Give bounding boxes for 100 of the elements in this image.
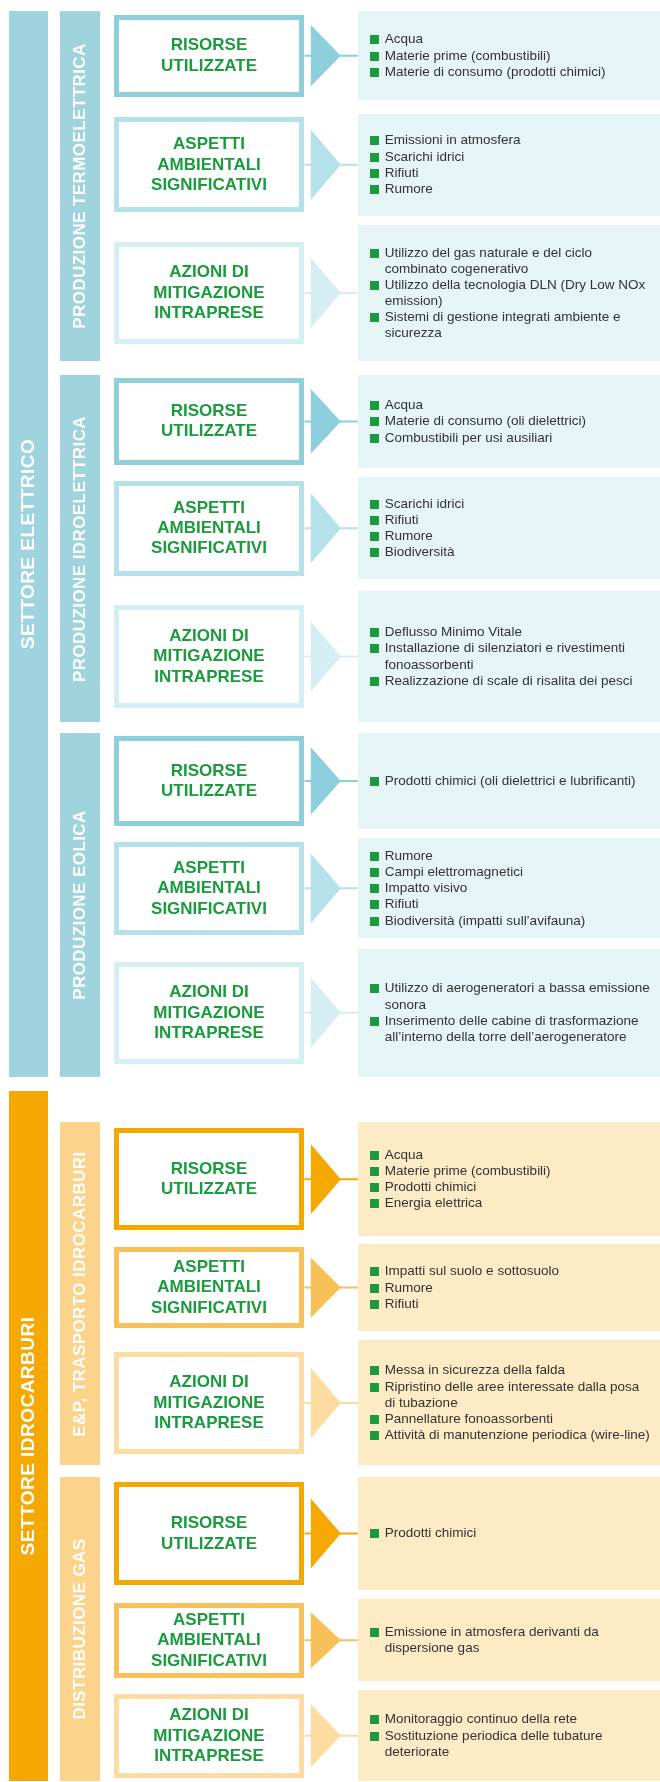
box-heading: AZIONI DI MITIGAZIONE INTRAPRESE [152, 982, 266, 1044]
bullet-text: Sistemi di gestione integrati ambiente e sicurezza [384, 309, 622, 342]
heading-box [113, 605, 305, 708]
band-label: SETTORE IDROCARBURI [16, 1316, 40, 1556]
bullet-text: Campi elettromagnetici [384, 864, 523, 881]
chevron-arrow [303, 493, 359, 564]
chevron-arrow [303, 1257, 359, 1318]
bullet-text: Rumore [384, 1279, 433, 1296]
heading-box [113, 1247, 305, 1328]
chevron-arrow [303, 747, 359, 815]
band-label: PRODUZIONE TERMOELETTRICA [69, 43, 91, 330]
bullet-text: Prodotti chimici [384, 1525, 477, 1542]
bullet-text: Attività di manutenzione periodica (wire-line) [384, 1427, 650, 1444]
chevron-arrow [303, 258, 359, 329]
text-panel [357, 1122, 660, 1236]
text-panel [357, 113, 660, 216]
category-band [60, 374, 100, 723]
bullet-text: Utilizzo del gas naturale e del ciclo combinato cogenerativo [384, 244, 593, 277]
heading-box [113, 961, 305, 1064]
heading-box [113, 841, 305, 935]
bullet-text: Utilizzo della tecnologia DLN (Dry Low NOx emission) [384, 276, 647, 310]
heading-box [113, 14, 305, 97]
heading-box [113, 117, 305, 213]
chevron-arrow [303, 1612, 359, 1669]
bullet-text: Utilizzo di aerogeneratori a bassa emissione sonora [384, 980, 651, 1013]
box-heading: AZIONI DI MITIGAZIONE INTRAPRESE [152, 626, 266, 688]
bullet-text: Materie di consumo (prodotti chimici) [384, 63, 606, 80]
band-label: SETTORE ELETTRICO [16, 438, 40, 650]
bullet-text: Rifiuti [384, 896, 419, 913]
bullet-text: Materie prime (combustibili) [384, 47, 551, 64]
bullet-text: Rumore [384, 847, 433, 865]
heading-box [113, 1351, 305, 1455]
band-label: DISTRIBUZIONE GAS [69, 1538, 91, 1720]
bullet-text: Impatto visivo [384, 880, 468, 897]
text-panel [357, 477, 660, 580]
heading-box [113, 480, 305, 576]
box-heading: RISORSE UTILIZZATE [160, 1513, 258, 1554]
text-panel [357, 590, 660, 723]
chevron-arrow [303, 621, 359, 692]
band-label: E&P, TRASPORTO IDROCARBURI [69, 1151, 91, 1437]
bullet-text: Deflusso Minimo Vitale [384, 624, 522, 641]
bullet-text: Ripristino delle aree interessate dalla posa di tubazione [384, 1378, 641, 1411]
text-panel [357, 1243, 660, 1332]
bullet-text: Rumore [384, 180, 433, 198]
heading-box [113, 241, 305, 345]
heading-box [113, 1482, 305, 1585]
chevron-arrow [303, 1704, 359, 1768]
band-label: PRODUZIONE EOLICA [69, 810, 91, 1000]
bullet-text: Sostituzione periodica delle tubature deteriorate [384, 1727, 604, 1761]
chevron-arrow [303, 1498, 359, 1569]
bullet-text: Installazione di silenziatori e rivestimenti fonoassorbenti [384, 640, 626, 673]
bullet-text: Biodiversità (impatti sull’avifauna) [384, 912, 586, 929]
chevron-arrow [303, 1367, 359, 1438]
category-band [60, 732, 100, 1077]
box-heading: RISORSE UTILIZZATE [160, 760, 258, 802]
text-panel [357, 838, 660, 939]
bullet-text: Combustibili per usi ausiliari [384, 429, 553, 446]
box-heading: AZIONI DI MITIGAZIONE INTRAPRESE [152, 1705, 266, 1767]
bullet-text: Materie prime (combustibili) [384, 1162, 551, 1180]
box-heading: ASPETTI AMBIENTALI SIGNIFICATIVI [150, 857, 268, 919]
bullet-text: Energia elettrica [384, 1195, 483, 1212]
bullet-text: Acqua [384, 397, 424, 414]
text-panel [357, 1476, 660, 1591]
bullet-text: Rifiuti [384, 512, 419, 529]
category-band [60, 11, 100, 362]
chevron-arrow [303, 25, 359, 87]
bullet-text: Realizzazione di scale di risalita dei pesci [384, 672, 633, 689]
heading-box [113, 736, 305, 826]
chevron-arrow [303, 977, 359, 1048]
bullet-text: Rifiuti [384, 164, 419, 181]
box-heading: AZIONI DI MITIGAZIONE INTRAPRESE [152, 1372, 266, 1434]
box-heading: ASPETTI AMBIENTALI SIGNIFICATIVI [150, 134, 268, 196]
bullet-text: Pannellature fonoassorbenti [384, 1411, 553, 1428]
box-heading: RISORSE UTILIZZATE [160, 1158, 258, 1200]
chevron-arrow [303, 853, 359, 924]
text-panel [357, 11, 660, 100]
bullet-text: Monitoraggio continuo della rete [384, 1711, 577, 1728]
chevron-arrow [303, 129, 359, 200]
bullet-text: Acqua [384, 31, 424, 48]
bullet-text: Prodotti chimici (oli dielettrici e lubrificanti) [384, 772, 636, 790]
sector-band [9, 1090, 48, 1782]
box-heading: RISORSE UTILIZZATE [160, 401, 258, 442]
heading-box [113, 1602, 305, 1678]
chevron-arrow [303, 389, 359, 454]
bullet-text: Rumore [384, 528, 433, 545]
bullet-text: Emissione in atmosfera derivanti da dispersione gas [384, 1624, 600, 1657]
text-panel [357, 1690, 660, 1782]
band-label: PRODUZIONE IDROELETTRICA [69, 415, 91, 682]
chevron-arrow [303, 1144, 359, 1215]
category-band [60, 1122, 100, 1466]
bullet-text: Prodotti chimici [384, 1179, 477, 1196]
category-band [60, 1476, 100, 1782]
bullet-text: Messa in sicurezza della falda [384, 1362, 565, 1379]
box-heading: RISORSE UTILIZZATE [160, 35, 258, 77]
heading-box [113, 1693, 305, 1778]
box-heading: ASPETTI AMBIENTALI SIGNIFICATIVI [150, 497, 268, 559]
bullet-text: Acqua [384, 1146, 424, 1163]
heading-box [113, 1128, 305, 1231]
bullet-text: Impatti sul suolo e sottosuolo [384, 1263, 559, 1280]
bullet-text: Inserimento delle cabine di trasformazione all’interno della torre dell’aerogeneratore [384, 1012, 640, 1046]
